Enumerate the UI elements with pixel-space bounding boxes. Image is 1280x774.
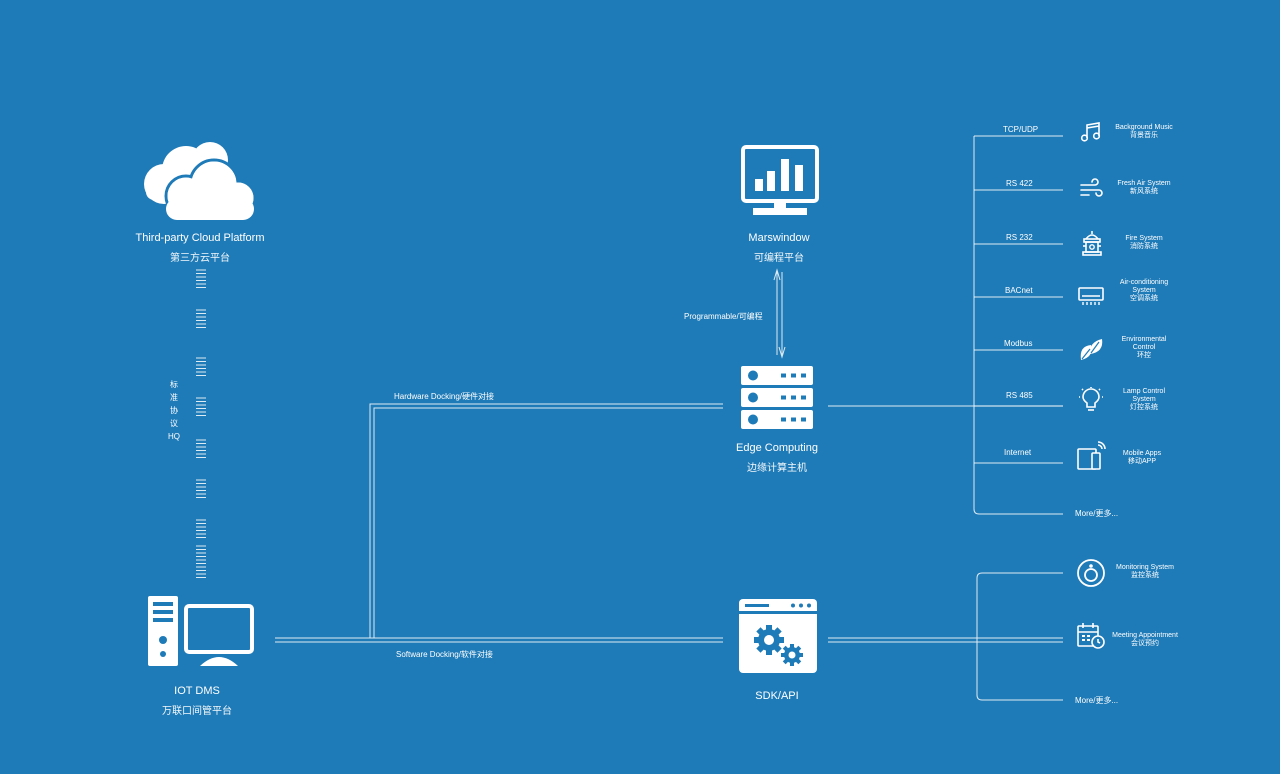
server-icon (741, 366, 813, 429)
more-bottom-label: More/更多... (1075, 696, 1119, 705)
protocol-label: TCP/UDP (1003, 125, 1039, 134)
edge-title: Edge Computing (736, 442, 818, 454)
iot-subtitle: 万联口间管平台 (162, 706, 232, 717)
music-note-icon (1080, 122, 1101, 142)
air-conditioner-icon (1078, 287, 1104, 305)
mobile-devices-icon (1077, 441, 1106, 470)
monitor-chart-icon (741, 145, 819, 215)
more-top-label: More/更多... (1075, 509, 1119, 518)
protocol-label: RS 232 (1006, 233, 1033, 242)
cloud-title: Third-party Cloud Platform (135, 232, 265, 244)
calendar-clock-icon (1077, 623, 1105, 649)
leaf-icon (1080, 339, 1103, 360)
protocol-label: Internet (1004, 448, 1032, 457)
desktop-computer-icon (148, 596, 254, 666)
hardware-docking-label: Hardware Docking/硬件对接 (394, 392, 495, 401)
camera-icon (1077, 559, 1105, 587)
fire-hydrant-icon (1082, 231, 1102, 256)
cloud-subtitle: 第三方云平台 (170, 253, 230, 264)
programmable-label: Programmable/可编程 (684, 312, 763, 321)
protocol-label: RS 485 (1006, 391, 1033, 400)
sdk-title: SDK/API (755, 690, 799, 702)
gears-window-icon (739, 599, 817, 673)
iot-title: IOT DMS (174, 685, 220, 697)
marswindow-title: Marswindow (748, 232, 810, 244)
protocol-label: RS 422 (1006, 179, 1033, 188)
wind-icon (1080, 178, 1103, 197)
protocol-label: Modbus (1004, 339, 1033, 348)
marswindow-subtitle: 可编程平台 (754, 253, 804, 264)
cloud-icon (144, 142, 256, 220)
edge-subtitle: 边缘计算主机 (747, 463, 807, 474)
protocol-label: BACnet (1005, 286, 1033, 295)
light-bulb-icon (1079, 387, 1103, 411)
software-docking-label: Software Docking/软件对接 (396, 650, 493, 659)
